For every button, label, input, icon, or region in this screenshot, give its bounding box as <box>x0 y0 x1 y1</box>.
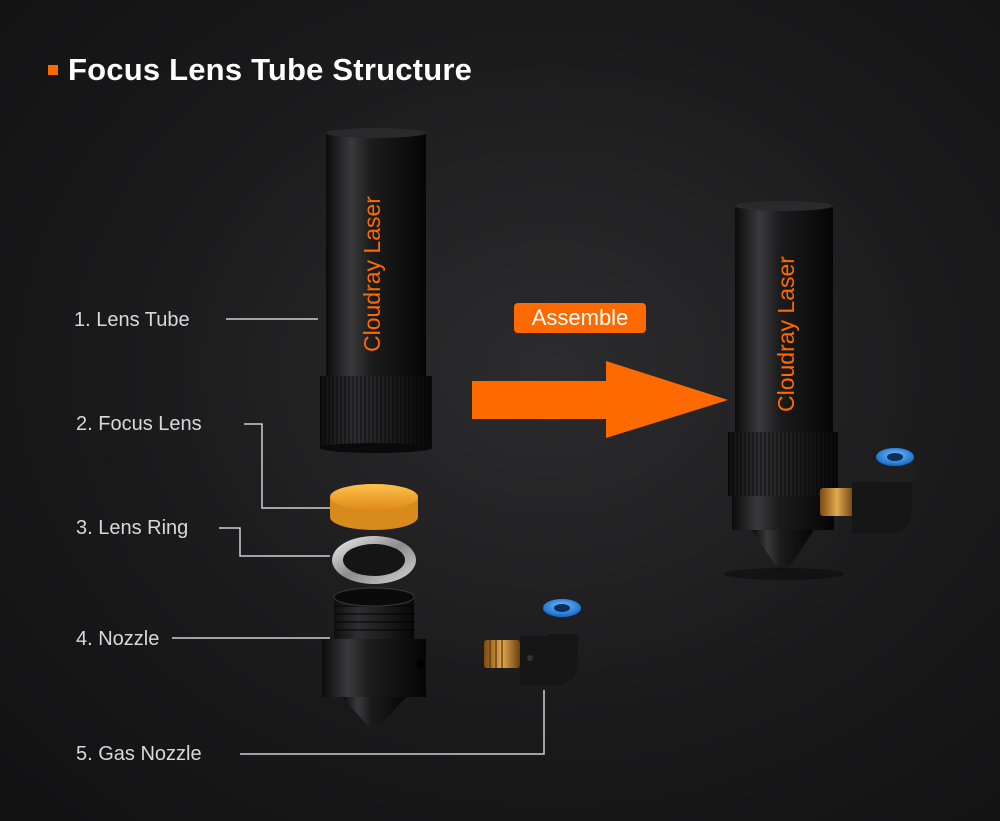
gas-nozzle-part <box>484 599 582 686</box>
page-title: Focus Lens Tube Structure <box>48 52 472 88</box>
label-nozzle: 4. Nozzle <box>76 628 160 650</box>
page-title-text: Focus Lens Tube Structure <box>68 52 473 87</box>
assembled-unit: Cloudray Laser <box>724 201 916 580</box>
title-accent-square <box>48 65 58 75</box>
leader-focus-lens <box>244 423 330 509</box>
leader-gas-nozzle <box>240 690 545 755</box>
lens-tube-part: Cloudray Laser <box>320 128 432 453</box>
brand-text-assembled: Cloudray Laser <box>773 256 799 412</box>
leader-lens-ring <box>219 527 330 557</box>
label-focus-lens: 2. Focus Lens <box>76 413 202 435</box>
assemble-label: Assemble <box>514 303 646 333</box>
nozzle-part <box>322 587 426 732</box>
label-lens-tube: 1. Lens Tube <box>74 309 190 331</box>
assemble-arrow-icon <box>472 361 728 438</box>
lens-ring-part <box>332 536 416 584</box>
label-lens-ring: 3. Lens Ring <box>76 517 189 539</box>
focus-lens-part <box>330 484 418 530</box>
brand-text-tube: Cloudray Laser <box>359 196 385 352</box>
label-gas-nozzle: 5. Gas Nozzle <box>76 743 202 765</box>
leader-lines <box>172 318 545 755</box>
